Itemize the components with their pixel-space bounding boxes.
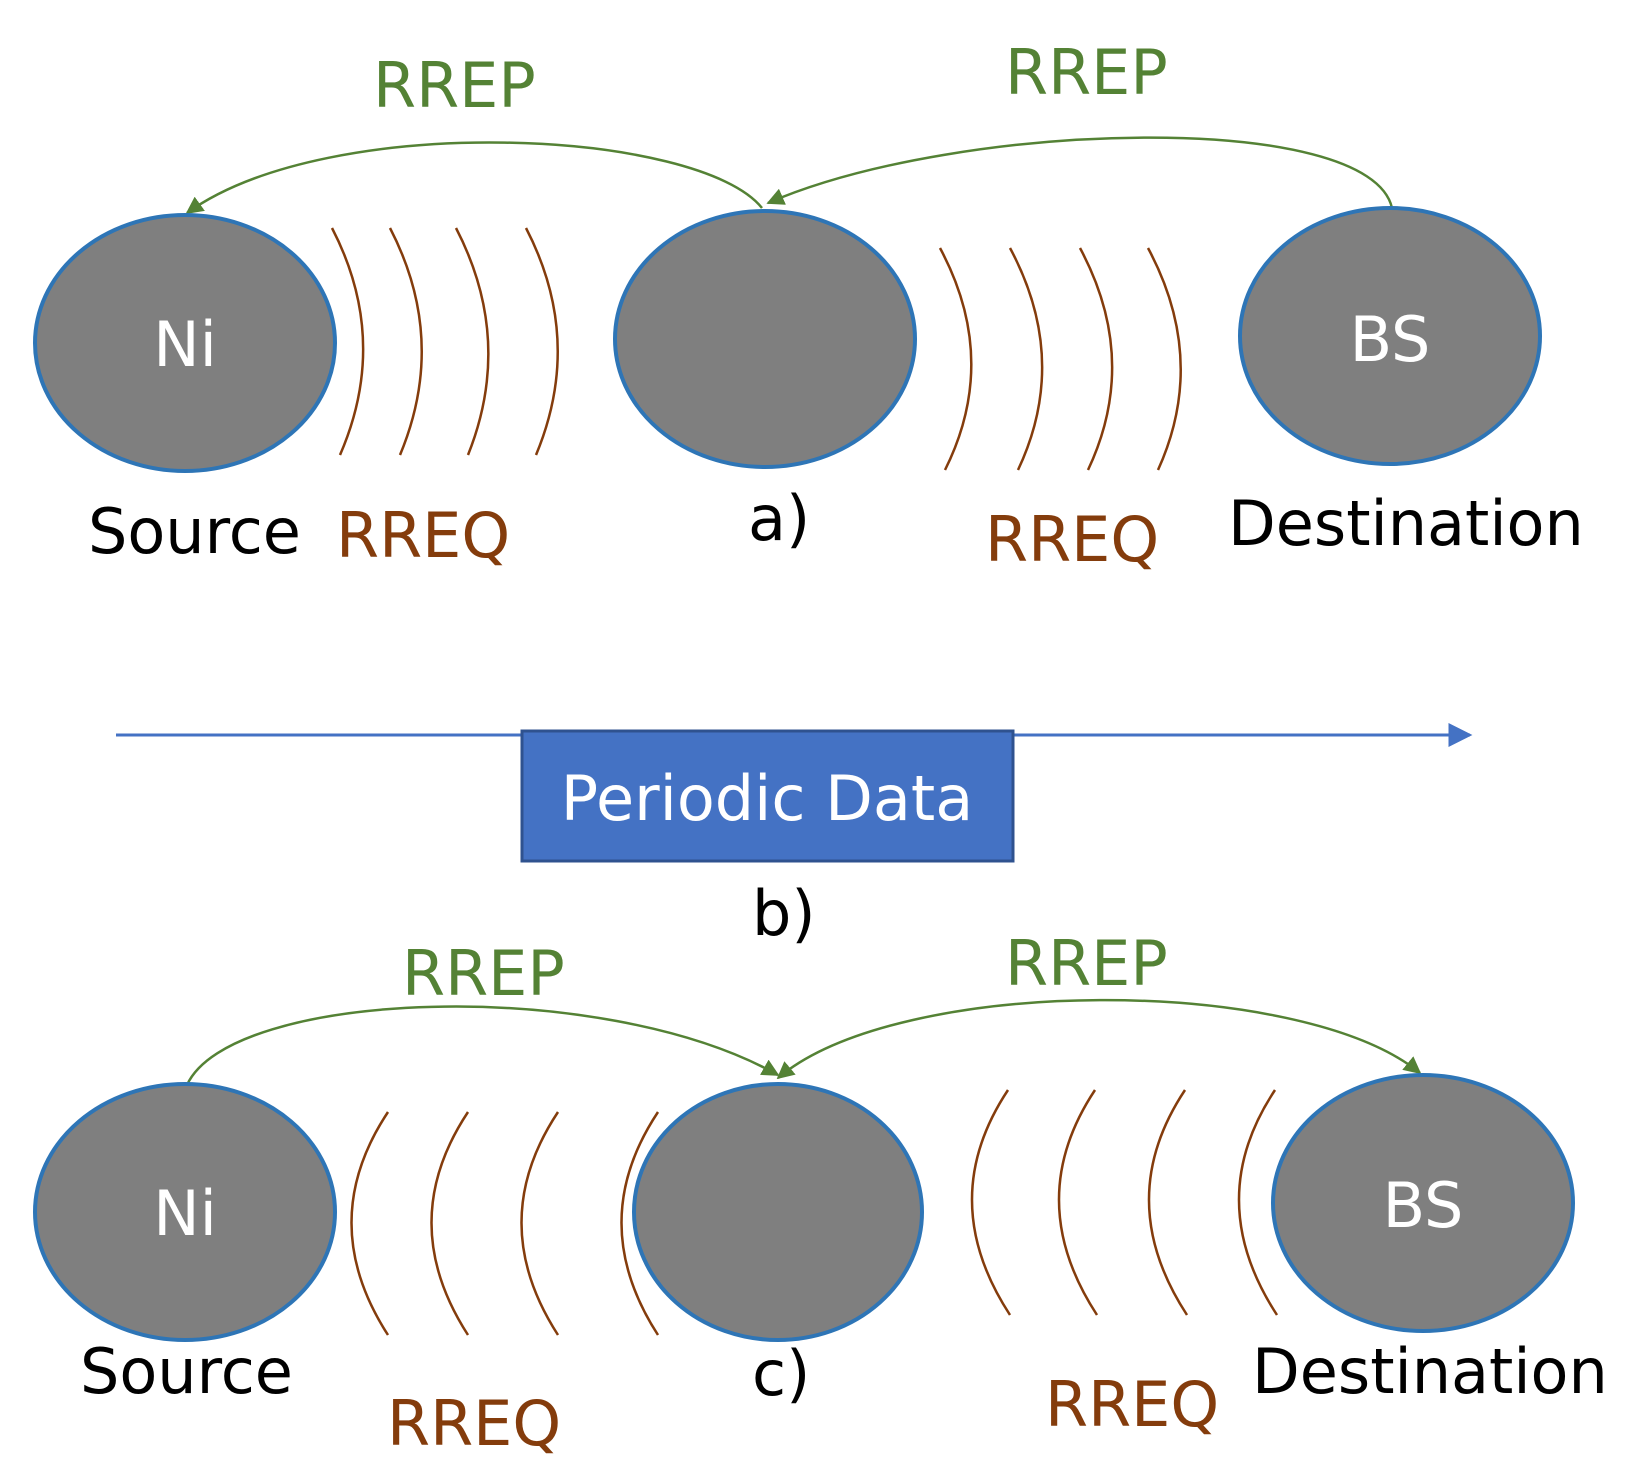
panel-c: RREP RREP Ni BS Source c) Destination RR…: [33, 927, 1608, 1460]
rreq-wave: [430, 1111, 470, 1336]
source-node-a: [33, 213, 337, 473]
rreq-label-c-left: RREQ: [387, 1387, 561, 1460]
rreq-waves-a-left: [330, 227, 559, 456]
panel-a: RREP RREP Ni BS Source RREQ a) RREQ Dest…: [33, 36, 1584, 576]
rreq-wave: [524, 227, 559, 456]
rrep-label-c-right: RREP: [1005, 927, 1168, 1000]
rreq-wave: [1078, 247, 1114, 471]
periodic-data-box: [520, 729, 1015, 863]
source-label-c: Source: [80, 1335, 293, 1408]
relay-node-c: [632, 1082, 924, 1342]
rreq-label-a-left: RREQ: [336, 499, 510, 572]
rreq-waves-a-right: [938, 247, 1182, 471]
rrep-arrow-c-left: [185, 1005, 780, 1086]
rreq-waves-c-left: [350, 1111, 660, 1336]
rreq-wave: [1146, 247, 1182, 471]
rrep-arrow-a-left: [185, 141, 763, 215]
rreq-wave: [620, 1111, 660, 1336]
rreq-wave: [970, 1089, 1012, 1316]
destination-node-a: [1238, 206, 1542, 466]
destination-node-label-c: BS: [1383, 1169, 1464, 1242]
periodic-data-label: Periodic Data: [561, 762, 973, 835]
rreq-wave: [520, 1111, 560, 1336]
rrep-label-a-left: RREP: [373, 49, 536, 122]
destination-label-a: Destination: [1228, 487, 1584, 560]
rrep-label-a-right: RREP: [1005, 36, 1168, 109]
destination-node-label-a: BS: [1350, 303, 1431, 376]
rreq-wave: [1237, 1089, 1279, 1316]
rrep-arrow-a-right: [766, 136, 1394, 209]
panel-b: Periodic Data b): [116, 723, 1473, 950]
rreq-wave: [1008, 247, 1044, 471]
source-node-label-c: Ni: [153, 1177, 217, 1250]
rreq-label-c-right: RREQ: [1045, 1368, 1219, 1441]
rreq-label-a-right: RREQ: [985, 503, 1159, 576]
rrep-label-c-left: RREP: [402, 937, 565, 1010]
destination-label-c: Destination: [1252, 1335, 1608, 1408]
rreq-wave: [938, 247, 973, 471]
rreq-wave: [350, 1111, 390, 1336]
rreq-wave: [388, 227, 423, 456]
rreq-wave: [330, 227, 365, 456]
rreq-waves-c-right: [970, 1089, 1279, 1316]
source-node-c: [33, 1082, 337, 1342]
relay-node-a: [613, 209, 917, 469]
caption-b: b): [752, 877, 816, 950]
destination-node-c: [1271, 1073, 1575, 1333]
source-label-a: Source: [88, 495, 301, 568]
rrep-arrow-c-right: [776, 998, 1422, 1080]
rreq-wave: [1147, 1089, 1189, 1316]
rreq-wave: [454, 227, 490, 456]
source-node-label-a: Ni: [153, 308, 217, 381]
caption-c: c): [752, 1337, 810, 1410]
caption-a: a): [748, 482, 810, 555]
rreq-wave: [1057, 1089, 1099, 1316]
